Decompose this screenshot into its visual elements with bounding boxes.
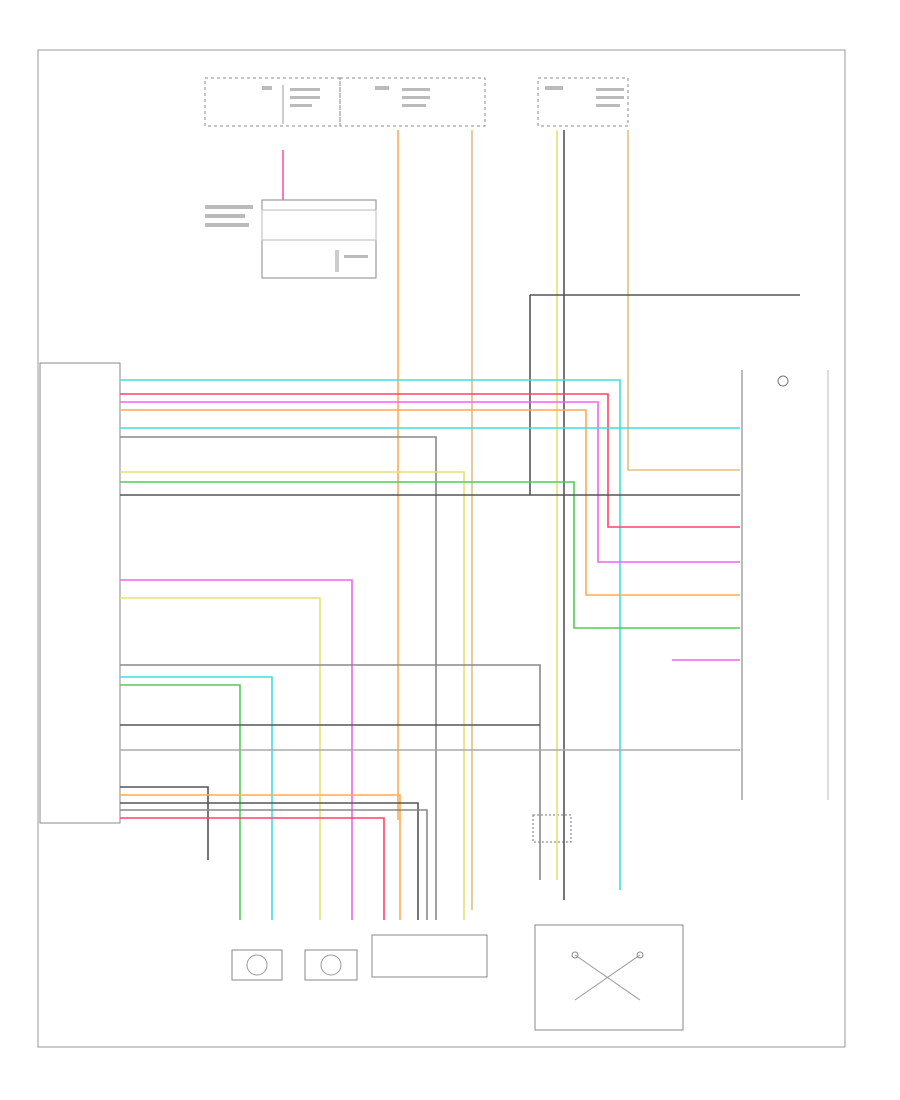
wire-orange (120, 794, 401, 920)
wire-red (120, 817, 385, 920)
front-speed-sensor (304, 949, 358, 981)
transfer-case-encoder (371, 934, 488, 978)
transfer-case-module (39, 362, 121, 883)
wire-tan (627, 130, 740, 471)
splice-connector (532, 814, 572, 843)
wire-orange (120, 409, 740, 596)
wire-red (120, 393, 740, 528)
fuse-block-middle (339, 77, 486, 127)
wire-yellow (120, 597, 321, 920)
wire-green (120, 684, 241, 920)
wire-group (120, 130, 800, 920)
wire-gray (120, 664, 541, 880)
front-axle-actuator (534, 924, 684, 1031)
diagram-frame (37, 49, 846, 1048)
wire-green (120, 481, 740, 629)
fuse-block-right (537, 77, 629, 127)
wire-magenta (120, 401, 740, 563)
wire-magenta (120, 579, 353, 920)
rear-speed-sensor (231, 949, 283, 981)
fuse-block-left (204, 77, 341, 127)
wire-yellow (120, 471, 465, 920)
wire-dark (120, 786, 209, 860)
wire-cyan (120, 676, 273, 920)
instrument-cluster (205, 199, 377, 279)
wire-cyan (120, 379, 621, 890)
wire-dark (120, 802, 419, 920)
wire-gray (120, 809, 428, 920)
wire-gray (120, 436, 437, 920)
transfer-case-switch (741, 370, 829, 800)
